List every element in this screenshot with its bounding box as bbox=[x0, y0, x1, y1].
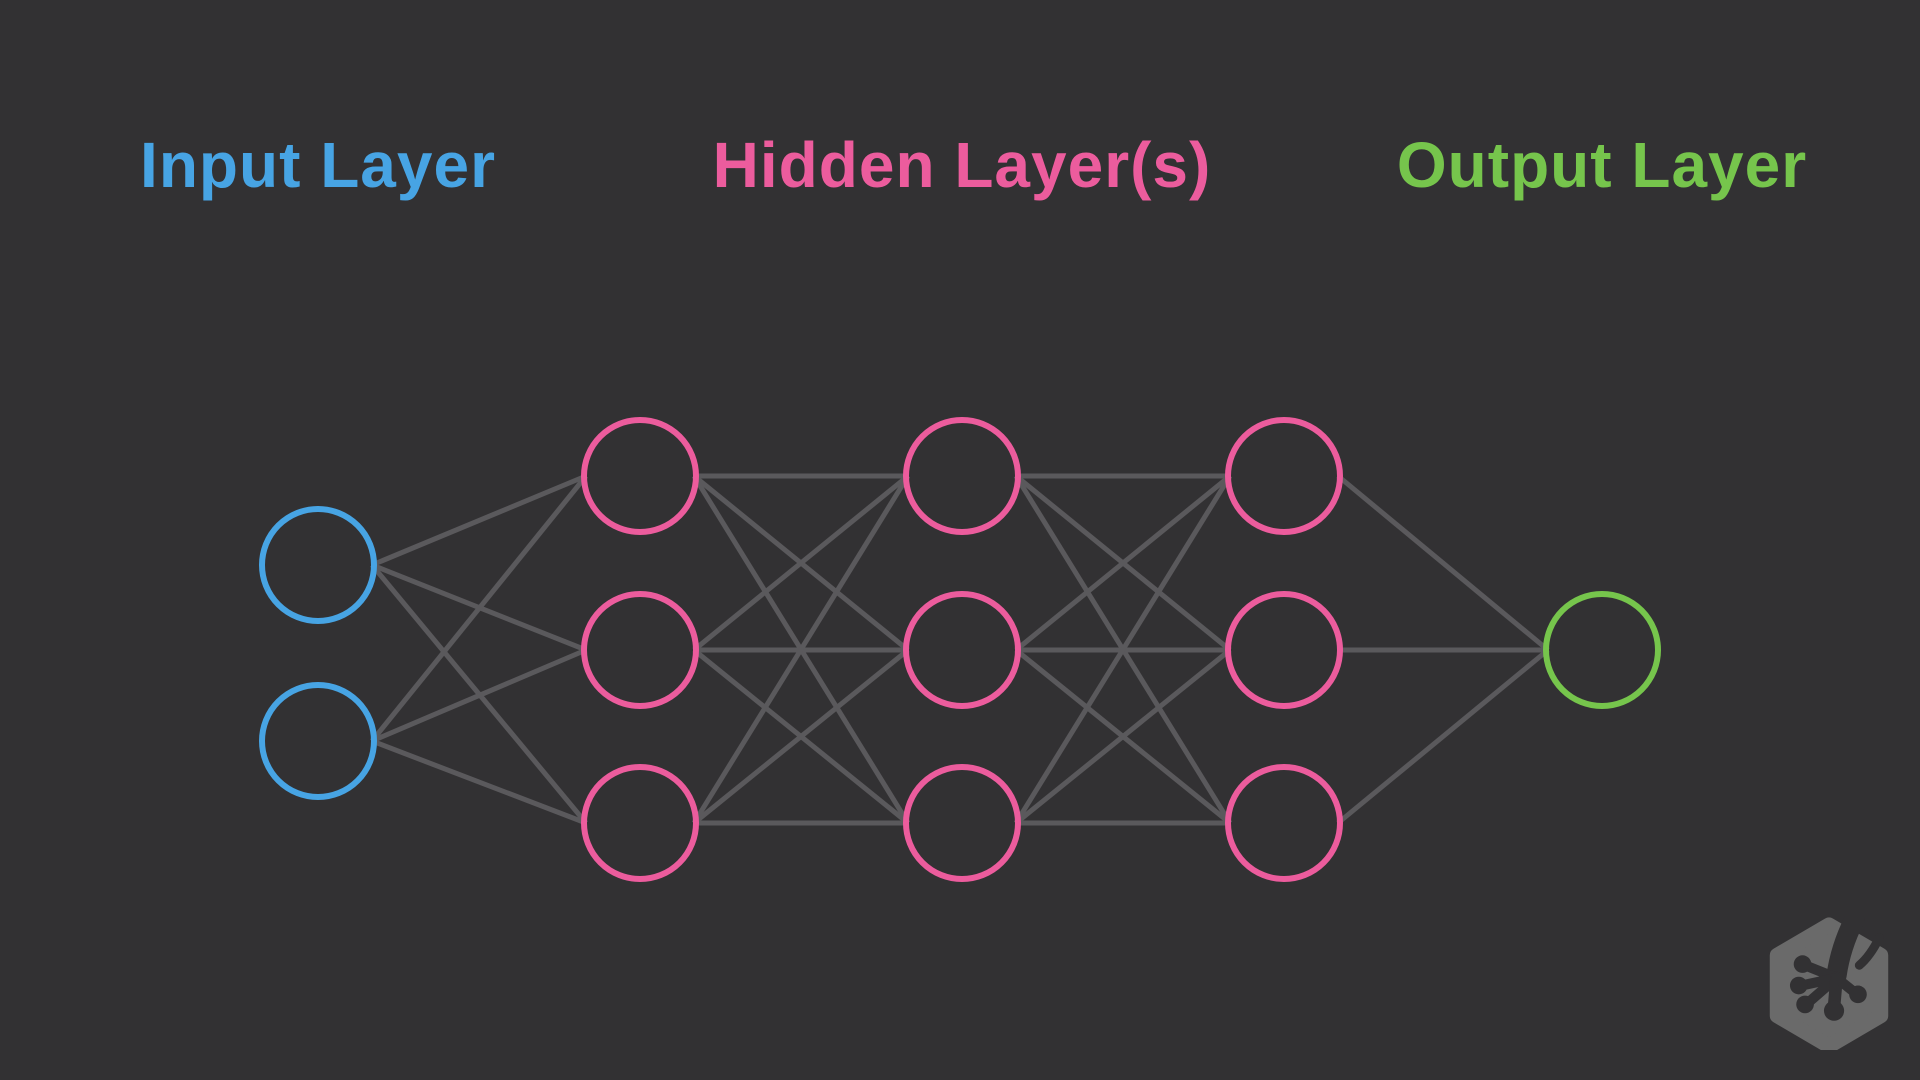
edge-hidden-layer-1-1-to-hidden-layer-2-0 bbox=[692, 474, 910, 652]
node-input-layer-0 bbox=[259, 506, 377, 624]
node-input-layer-1 bbox=[259, 682, 377, 800]
node-hidden-layer-3-0 bbox=[1225, 417, 1343, 535]
node-hidden-layer-2-1 bbox=[903, 591, 1021, 709]
edge-input-layer-1-to-hidden-layer-1-1 bbox=[371, 647, 587, 744]
node-hidden-layer-1-0 bbox=[581, 417, 699, 535]
edge-hidden-layer-1-2-to-hidden-layer-2-0 bbox=[691, 474, 911, 825]
edge-hidden-layer-1-2-to-hidden-layer-2-1 bbox=[692, 648, 910, 825]
node-output-layer-0 bbox=[1543, 591, 1661, 709]
edge-hidden-layer-2-2-to-hidden-layer-3-0 bbox=[1013, 474, 1233, 825]
node-hidden-layer-2-0 bbox=[903, 417, 1021, 535]
edge-hidden-layer-2-2-to-hidden-layer-3-1 bbox=[1014, 648, 1232, 825]
node-hidden-layer-3-1 bbox=[1225, 591, 1343, 709]
edge-hidden-layer-3-2-to-output-layer-0 bbox=[1336, 648, 1550, 825]
node-hidden-layer-1-2 bbox=[581, 764, 699, 882]
output-layer-title: Output Layer bbox=[1396, 129, 1808, 201]
logo-hexagon-outline bbox=[1769, 917, 1889, 1050]
edge-hidden-layer-3-0-to-output-layer-0 bbox=[1336, 474, 1550, 652]
edge-input-layer-1-to-hidden-layer-1-2 bbox=[371, 738, 587, 826]
node-hidden-layer-3-2 bbox=[1225, 764, 1343, 882]
logo-gecko-toe-pads bbox=[1789, 955, 1867, 1021]
edge-input-layer-1-to-hidden-layer-1-0 bbox=[370, 474, 588, 743]
node-hidden-layer-1-1 bbox=[581, 591, 699, 709]
gecko-foot-hexagon-logo bbox=[1769, 916, 1889, 1050]
edge-input-layer-0-to-hidden-layer-1-0 bbox=[371, 473, 587, 568]
input-layer-title: Input Layer bbox=[140, 129, 496, 201]
hidden-layer-title: Hidden Layer(s) bbox=[712, 129, 1212, 201]
edge-hidden-layer-2-1-to-hidden-layer-3-0 bbox=[1014, 474, 1232, 652]
node-hidden-layer-2-2 bbox=[903, 764, 1021, 882]
